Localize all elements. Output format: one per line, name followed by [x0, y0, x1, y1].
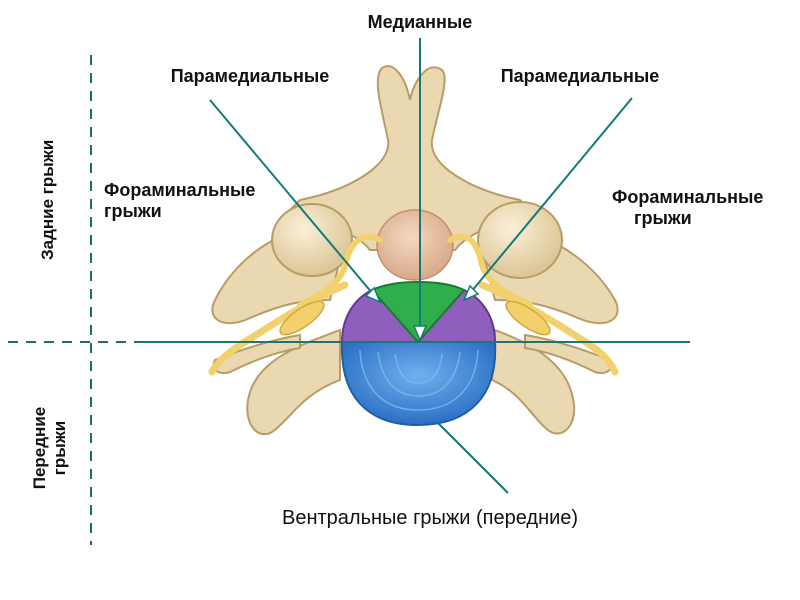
left-nerve-lower — [208, 281, 349, 376]
label-ventral: Вентральные грыжи (передние) — [282, 507, 579, 529]
ventral-pointer — [437, 422, 509, 494]
label-anterior-line2: грыжи — [50, 420, 69, 476]
label-foraminal-left-line2: грыжи — [104, 201, 162, 221]
right-nerve-ganglion — [505, 300, 551, 336]
spinal-cord — [376, 209, 454, 281]
nerve-roots — [208, 233, 619, 376]
label-foraminal-right-line2: грыжи — [634, 208, 692, 228]
disc-rings — [359, 349, 479, 411]
label-foraminal-right-line1: Фораминальные — [612, 187, 764, 207]
left-facet-joint — [271, 203, 353, 277]
left-nerve-ganglion — [279, 300, 325, 336]
label-foraminal-right: Фораминальные грыжи — [612, 187, 792, 229]
paramedian-right-pointer — [465, 97, 633, 299]
median-arrowhead — [412, 325, 428, 342]
right-lower-arm — [490, 328, 576, 435]
paramedian-right-arrowhead — [462, 284, 480, 302]
right-nerve-lower — [478, 281, 619, 376]
label-foraminal-left-line1: Фораминальные — [104, 180, 256, 200]
label-anterior-line1: Передние — [30, 406, 49, 490]
disc-median-zone — [370, 280, 466, 344]
paramedian-left-arrowhead — [364, 286, 382, 304]
right-facet-joint — [477, 201, 563, 279]
label-anterior: Передние грыжи — [30, 398, 70, 498]
pointer-arrowheads — [364, 284, 480, 342]
left-lower-arm — [246, 328, 341, 435]
left-foramen-loop — [212, 333, 301, 374]
paramedian-left-pointer — [209, 99, 379, 301]
intervertebral-disc — [340, 280, 497, 427]
label-median: Медианные — [367, 12, 473, 32]
disc-right-paramedian-zone — [415, 288, 497, 343]
pointer-lines — [209, 38, 633, 494]
label-foraminal-left: Фораминальные грыжи — [104, 180, 274, 222]
right-foramen-loop — [524, 333, 613, 374]
label-posterior: Задние грыжи — [38, 139, 57, 260]
label-paramedian-right: Парамедиальные — [500, 66, 660, 86]
label-paramedian-left: Парамедиальные — [170, 66, 330, 86]
